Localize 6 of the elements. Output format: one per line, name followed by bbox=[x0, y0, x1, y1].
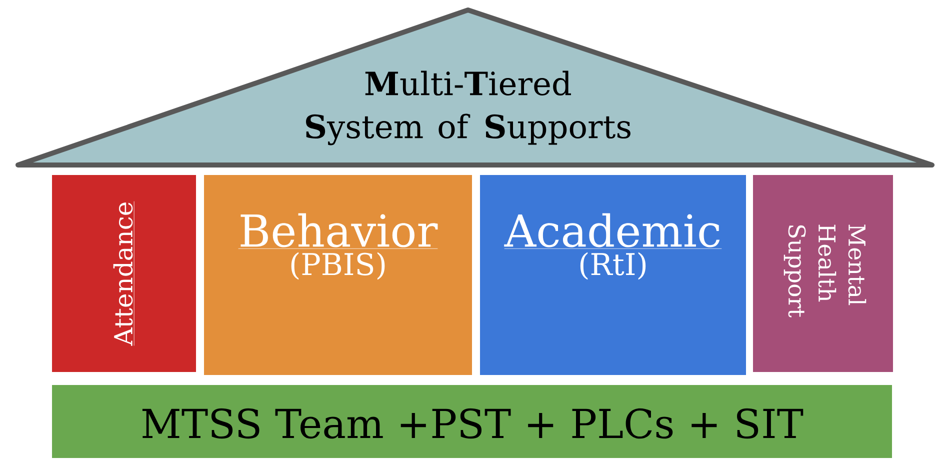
pillar-box: Mental Health Support bbox=[753, 175, 893, 372]
pillar-box: Behavior (PBIS) bbox=[204, 175, 472, 375]
foundation-bar: MTSS Team +PST + PLCs + SIT bbox=[52, 385, 892, 458]
pillar-box: Attendance bbox=[52, 175, 196, 372]
pillar-box: Academic (RtI) bbox=[480, 175, 746, 375]
roof-triangle: Multi-Tiered System of Supports bbox=[16, 8, 934, 168]
